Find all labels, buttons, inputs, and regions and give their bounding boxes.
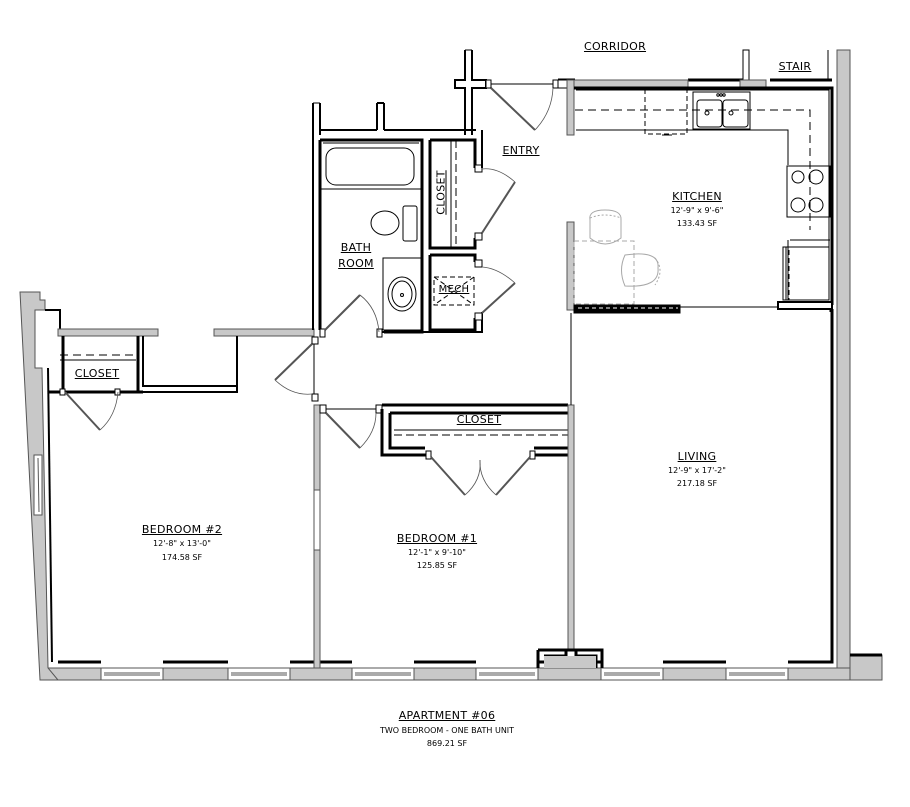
apartment-area: 869.21 SF — [426, 739, 468, 748]
bath-label-line1: BATH — [340, 241, 372, 254]
bathtub — [320, 147, 422, 190]
bedroom1-door — [325, 412, 361, 449]
stove — [786, 165, 831, 241]
kitchen-dims: 12'-9" x 9'-6" — [670, 206, 724, 215]
dishwasher — [644, 89, 688, 135]
bath-door — [324, 294, 361, 331]
bathroom-sink — [382, 257, 423, 331]
closet-door-entry — [481, 181, 516, 234]
bedroom2-area: 174.58 SF — [161, 553, 203, 562]
entry-label: ENTRY — [502, 144, 540, 157]
bedroom1-area: 125.85 SF — [416, 561, 458, 570]
closet-door-bed1-left — [430, 456, 466, 496]
bedroom1-name: BEDROOM #1 — [396, 532, 478, 545]
bath-label-line2: ROOM — [338, 257, 374, 270]
apartment-subtitle: TWO BEDROOM - ONE BATH UNIT — [379, 726, 515, 735]
entry-closet-label: CLOSET — [434, 170, 448, 215]
mech-unit — [433, 276, 475, 306]
entry-door — [490, 87, 536, 131]
dining-set — [573, 209, 661, 305]
bedroom2-name: BEDROOM #2 — [141, 523, 223, 536]
bedroom1-dims: 12'-1" x 9'-10" — [408, 548, 466, 557]
kitchen-sink — [692, 91, 751, 130]
living-dims: 12'-9" x 17'-2" — [668, 466, 726, 475]
kitchen-name: KITCHEN — [672, 190, 722, 203]
corridor-label: CORRIDOR — [583, 40, 647, 53]
stair-label: STAIR — [778, 60, 812, 73]
living-area: 217.18 SF — [676, 479, 718, 488]
exterior-wall-right — [836, 49, 851, 669]
bedroom2-door — [274, 343, 313, 381]
bedroom2-dims: 12'-8" x 13'-0" — [153, 539, 211, 548]
closet-door-bed2 — [64, 391, 101, 431]
bedroom1-closet-label: CLOSET — [456, 413, 502, 426]
bedroom2-closet-label: CLOSET — [74, 367, 120, 380]
kitchen-area: 133.43 SF — [676, 219, 718, 228]
toilet — [370, 205, 418, 242]
exterior-wall-step — [849, 654, 883, 681]
living-name: LIVING — [677, 450, 717, 463]
refrigerator — [782, 246, 830, 301]
apartment-title: APARTMENT #06 — [398, 709, 496, 722]
mech-door — [481, 282, 516, 314]
mech-label: MECH — [438, 284, 470, 295]
wall-bed1-living — [567, 404, 575, 651]
closet-door-bed1-right — [495, 456, 531, 496]
bottom-windows — [100, 667, 789, 681]
